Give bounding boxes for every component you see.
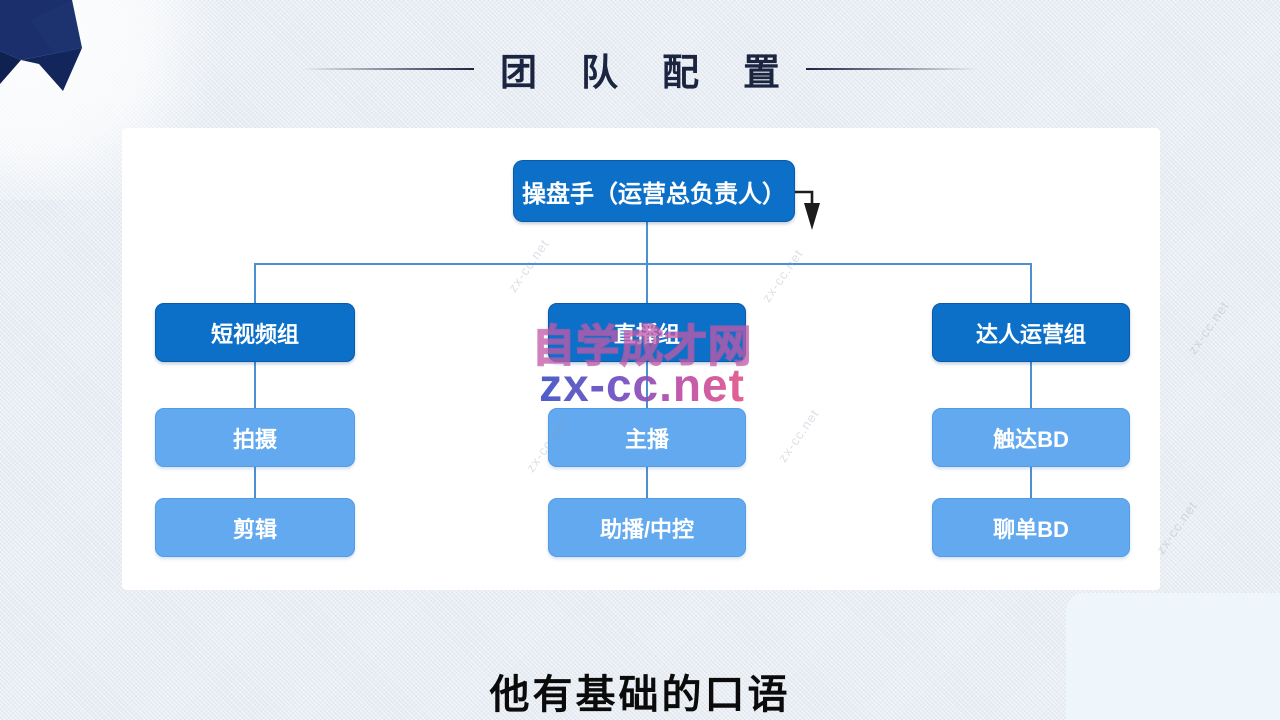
connector-horizontal (254, 263, 1032, 265)
org-node-editing: 剪辑 (155, 498, 355, 557)
elbow-arrow-icon (794, 190, 820, 230)
bottom-right-panel (1066, 593, 1280, 720)
org-node-root: 操盘手（运营总负责人） (513, 160, 795, 222)
connector-col3-row2 (1030, 467, 1032, 498)
video-subtitle: 他有基础的口语 (489, 672, 791, 717)
ribbon-decoration (0, 0, 82, 91)
org-node-shooting: 拍摄 (155, 408, 355, 467)
connector-col3-row1 (1030, 362, 1032, 408)
org-node-cohost-control: 助播/中控 (548, 498, 746, 557)
connector-drop-col2 (646, 263, 648, 303)
diagonal-watermark: zx-cc.net (1184, 298, 1233, 357)
org-node-deal-bd: 聊单BD (932, 498, 1130, 557)
connector-drop-col1 (254, 263, 256, 303)
org-node-group-livestream: 直播组 (548, 303, 746, 362)
connector-col2-row2 (646, 467, 648, 498)
connector-col2-row1 (646, 362, 648, 408)
connector-col1-row2 (254, 467, 256, 498)
connector-col1-row1 (254, 362, 256, 408)
org-node-host: 主播 (548, 408, 746, 467)
connector-root-drop (646, 221, 648, 264)
org-chart-card: 操盘手（运营总负责人） 短视频组 直播组 达人运营组 拍摄 主播 触达BD 剪辑… (122, 128, 1160, 590)
connector-drop-col3 (1030, 263, 1032, 303)
org-node-group-influencer: 达人运营组 (932, 303, 1130, 362)
title-rule-left (302, 68, 474, 70)
title-rule-right (806, 68, 978, 70)
org-node-outreach-bd: 触达BD (932, 408, 1130, 467)
site-watermark-url: zx-cc.net (539, 359, 745, 411)
page-title: 团队配置 (500, 53, 824, 94)
org-node-group-short-video: 短视频组 (155, 303, 355, 362)
site-watermark-brand: 自学成才网 (531, 322, 752, 372)
header: 团队配置 (0, 44, 1280, 94)
